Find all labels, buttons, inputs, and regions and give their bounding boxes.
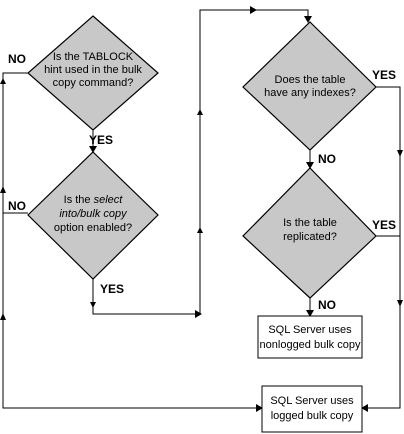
decision-select-into-text-3: option enabled?: [54, 222, 132, 234]
decision-replicated-text-1: Is the table: [283, 217, 337, 229]
arrow-yes-path-2: [195, 310, 202, 318]
arrow-no-trunk-3: [0, 313, 6, 320]
arrow-into-logged-right: [361, 404, 368, 412]
decision-tablock-text-3: copy command?: [53, 77, 134, 89]
process-nonlogged: SQL Server uses nonlogged bulk copy: [257, 315, 363, 359]
arrow-no-trunk-1: [0, 78, 6, 84]
branch-label-replicated-yes: YES: [372, 218, 396, 232]
decision-tablock: Is the TABLOCK hint used in the bulk cop…: [27, 15, 159, 131]
decision-replicated-text-2: replicated?: [283, 231, 337, 243]
decision-select-into-em-1: select: [94, 194, 124, 206]
process-nonlogged-text-1: SQL Server uses: [268, 324, 352, 336]
decision-tablock-text-1: Is the TABLOCK: [53, 51, 134, 63]
decision-select-into-text-2: into/bulk copy: [59, 208, 128, 220]
decision-tablock-text-2: hint used in the bulk: [44, 64, 142, 76]
arrow-yes-riser-2: [197, 109, 203, 115]
arrow-right-trunk-2: [397, 300, 403, 307]
branch-label-indexes-yes: YES: [372, 68, 396, 82]
process-logged-text-2: logged bulk copy: [271, 410, 354, 422]
branch-label-tablock-yes: YES: [89, 133, 113, 147]
decision-indexes-text-2: have any indexes?: [264, 87, 356, 99]
decision-select-into-prefix: Is the: [64, 194, 94, 206]
process-nonlogged-text-2: nonlogged bulk copy: [260, 339, 361, 351]
decision-indexes: Does the table have any indexes?: [242, 21, 377, 151]
connector-indexes-yes: [362, 86, 401, 409]
arrow-yes-top: [250, 6, 257, 14]
arrow-into-select-into: [89, 146, 97, 153]
arrow-no-trunk-2: [0, 186, 6, 193]
arrow-right-trunk-1: [397, 150, 403, 157]
decision-select-into-text-1: Is the select: [64, 194, 124, 206]
arrow-into-nonlogged: [306, 310, 314, 317]
arrow-yes-riser-1: [197, 227, 203, 233]
branch-label-select-into-no: NO: [8, 199, 26, 213]
process-logged: SQL Server uses logged bulk copy: [261, 385, 363, 433]
branch-label-indexes-no: NO: [318, 152, 336, 166]
arrow-into-indexes: [304, 16, 312, 23]
arrow-into-replicated: [306, 162, 314, 169]
arrow-into-logged-left: [256, 404, 263, 412]
process-logged-text-1: SQL Server uses: [270, 395, 354, 407]
connector-tablock-no: [2, 72, 258, 409]
branch-label-select-into-yes: YES: [100, 282, 124, 296]
decision-select-into: Is the select into/bulk copy option enab…: [27, 151, 159, 280]
branch-label-tablock-no: NO: [8, 52, 26, 66]
decision-replicated: Is the table replicated?: [242, 167, 377, 299]
decision-indexes-text-1: Does the table: [275, 74, 346, 86]
branch-label-replicated-no: NO: [318, 298, 336, 312]
arrow-yes-path-1: [90, 302, 96, 308]
connector-select-into-yes: [92, 9, 309, 315]
